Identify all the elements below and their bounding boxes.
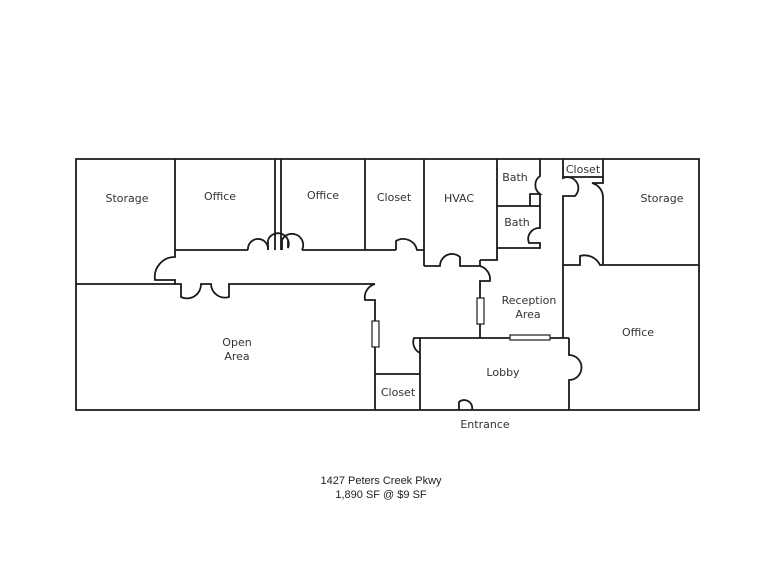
room-office-right: Office: [622, 326, 654, 339]
room-open-area: Open: [222, 336, 251, 349]
room-office-2: Office: [307, 189, 339, 202]
caption: 1427 Peters Creek Pkwy 1,890 SF @ $9 SF: [320, 475, 442, 501]
room-bath-2: Bath: [504, 216, 530, 229]
room-office-1: Office: [204, 190, 236, 203]
exterior-walls: [75, 158, 700, 411]
area-price: 1,890 SF @ $9 SF: [335, 489, 427, 501]
room-bath-1: Bath: [502, 171, 528, 184]
room-storage-right: Storage: [640, 192, 683, 205]
room-reception: Reception: [502, 294, 557, 307]
room-lobby: Lobby: [486, 366, 520, 379]
room-closet-top: Closet: [377, 191, 412, 204]
room-closet-right: Closet: [566, 163, 601, 176]
room-labels: Storage Office Office Closet HVAC Bath B…: [105, 163, 683, 431]
address: 1427 Peters Creek Pkwy: [320, 475, 442, 487]
room-storage-left: Storage: [105, 192, 148, 205]
entrance-label: Entrance: [460, 418, 510, 431]
room-hvac: HVAC: [444, 192, 474, 205]
room-open-area-2: Area: [224, 350, 249, 363]
room-closet-bottom: Closet: [381, 386, 416, 399]
interior-walls: [76, 159, 699, 411]
room-reception-2: Area: [515, 308, 540, 321]
